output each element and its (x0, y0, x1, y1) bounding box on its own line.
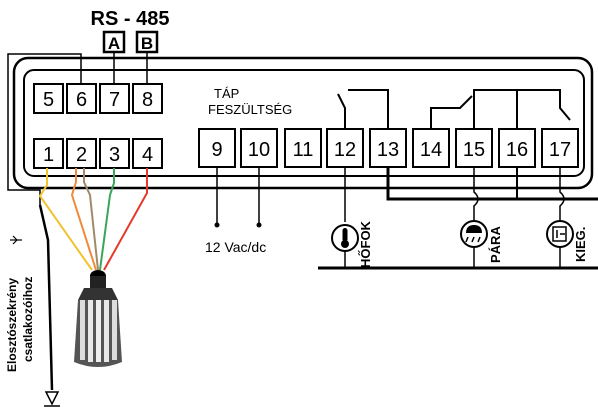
humidity-sensor-label: PÁRA (488, 226, 503, 263)
terminal-7: 7 (99, 83, 130, 114)
terminal-8-label: 8 (142, 89, 153, 111)
rs485-a-label: A (108, 34, 120, 53)
probe-icon (74, 270, 122, 367)
temp-sensor-label: HŐFOK (358, 220, 373, 268)
terminal-4: 4 (132, 138, 163, 169)
wire-brown (83, 168, 99, 271)
thermometer-icon (331, 224, 359, 252)
terminal-3-label: 3 (109, 144, 120, 166)
terminal-14: 14 (412, 128, 450, 168)
wire-red (103, 168, 148, 271)
terminal-15-label: 15 (463, 139, 485, 161)
terminal-12-label: 12 (334, 139, 356, 161)
terminal-12: 12 (326, 128, 364, 168)
terminal-15: 15 (455, 128, 493, 168)
terminal-1-label: 1 (43, 144, 54, 166)
supply-voltage: 12 Vac/dc (205, 239, 266, 255)
terminal-9: 9 (198, 128, 236, 168)
controller-outer-box (12, 56, 594, 190)
supply-label-line1: TÁP (214, 86, 239, 101)
controller-inner-box (23, 69, 585, 177)
terminal-17: 17 (541, 128, 579, 168)
terminal-11-label: 11 (293, 139, 314, 161)
terminal-13: 13 (369, 128, 407, 168)
supply-dot-9 (214, 222, 220, 228)
relay-2-common (473, 89, 518, 129)
terminal-6-loop-wire (7, 53, 82, 205)
bus-line-upper (386, 167, 598, 201)
aux-input-icon (546, 220, 574, 248)
terminal-7-label: 7 (109, 89, 120, 111)
terminal-9-label: 9 (211, 139, 222, 161)
rs485-b-label: B (141, 34, 153, 53)
terminal-11: 11 (284, 128, 322, 168)
side-label-line2: csatlakozóihoz (21, 277, 35, 362)
aux-sensor-label: KIEG. (573, 227, 588, 262)
terminal-1: 1 (33, 138, 64, 169)
aux-sensor-wire-upper (559, 167, 565, 220)
relay-3 (517, 89, 571, 121)
terminal-16-label: 16 (506, 139, 528, 161)
supply-dot-10 (256, 222, 262, 228)
rs485-title: RS - 485 (91, 8, 170, 30)
terminal-3: 3 (99, 138, 130, 169)
terminal-4-label: 4 (142, 144, 153, 166)
terminal-6-label: 6 (76, 89, 87, 111)
ground-arrow-icon (44, 391, 60, 406)
wire-green (99, 168, 115, 271)
terminal-6: 6 (66, 83, 97, 114)
humidity-icon (460, 220, 488, 248)
terminal-13-label: 13 (377, 139, 399, 161)
relay-1-contact (337, 93, 346, 129)
side-label-line1: Elosztószekrény (5, 278, 19, 372)
relay-2-left (430, 95, 473, 129)
terminal-10: 10 (240, 128, 278, 168)
humidity-sensor-wire-upper (473, 167, 479, 220)
supply-label-line2: FESZÜLTSÉG (208, 102, 292, 117)
wire-orange (70, 168, 97, 271)
side-arrow-icon (10, 235, 22, 245)
terminal-5-label: 5 (43, 89, 54, 111)
terminal-8: 8 (132, 83, 163, 114)
ground-wire (38, 204, 54, 391)
terminal-10-label: 10 (248, 139, 270, 161)
wire-yellow (38, 168, 93, 271)
terminal-2-label: 2 (76, 144, 87, 166)
terminal-16: 16 (498, 128, 536, 168)
terminal-14-label: 14 (420, 139, 442, 161)
terminal-17-label: 17 (549, 139, 571, 161)
relay-1-common (348, 89, 389, 129)
terminal-2: 2 (66, 138, 97, 169)
terminal-5: 5 (33, 83, 64, 114)
